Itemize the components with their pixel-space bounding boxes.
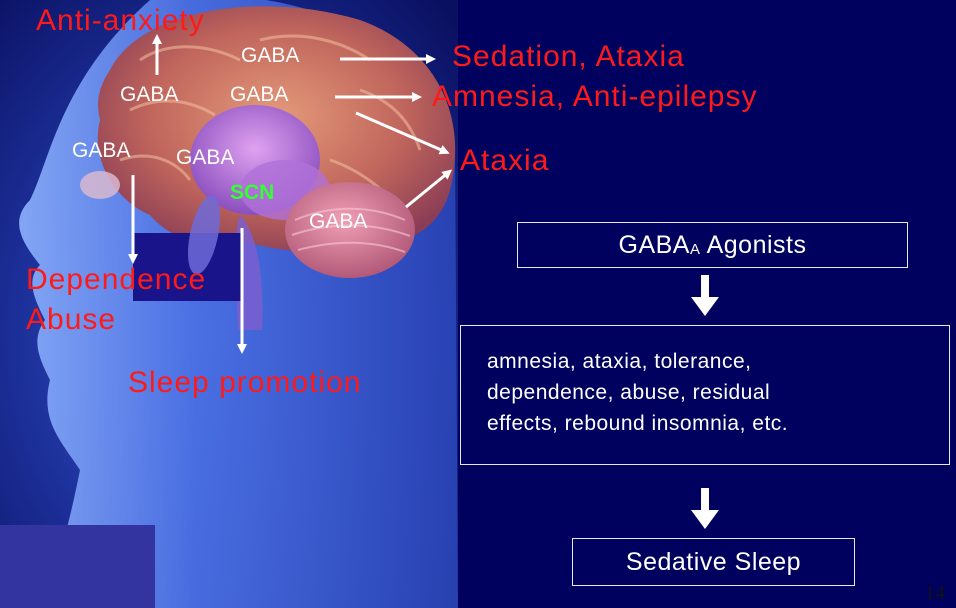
effects-line-2: dependence, abuse, residual xyxy=(487,377,949,408)
agonists-main: GABA xyxy=(619,231,690,260)
agonists-suffix: Agonists xyxy=(701,231,807,260)
label-sedation-ataxia: Sedation, Ataxia xyxy=(452,42,685,72)
label-scn: SCN xyxy=(230,182,274,203)
page-number: 14 xyxy=(925,582,945,605)
label-sleep-promotion: Sleep promotion xyxy=(128,368,361,398)
gaba-label-6: GABA xyxy=(309,211,367,232)
box-gaba-agonists: GABAA Agonists xyxy=(517,222,908,268)
gaba-label-3: GABA xyxy=(230,84,288,105)
effects-line-1: amnesia, ataxia, tolerance, xyxy=(487,346,949,377)
box-sedative-sleep: Sedative Sleep xyxy=(572,538,855,586)
gaba-label-1: GABA xyxy=(241,45,299,66)
gaba-label-5: GABA xyxy=(176,147,234,168)
arrow-to-ataxia-2 xyxy=(406,172,449,207)
label-ataxia: Ataxia xyxy=(460,146,549,176)
gaba-label-4: GABA xyxy=(72,140,130,161)
flow-arrow-2 xyxy=(688,488,722,530)
label-dependence: Dependence xyxy=(26,265,206,295)
gaba-label-2: GABA xyxy=(120,84,178,105)
box-side-effects: amnesia, ataxia, tolerance, dependence, … xyxy=(460,325,950,465)
arrow-to-ataxia-1 xyxy=(356,113,446,152)
flow-arrow-1 xyxy=(688,275,722,317)
agonists-subscript: A xyxy=(690,241,701,258)
label-amnesia-antiepilepsy: Amnesia, Anti-epilepsy xyxy=(432,82,758,112)
label-abuse: Abuse xyxy=(26,305,116,335)
label-anti-anxiety: Anti-anxiety xyxy=(36,6,205,36)
effects-line-3: effects, rebound insomnia, etc. xyxy=(487,408,949,439)
